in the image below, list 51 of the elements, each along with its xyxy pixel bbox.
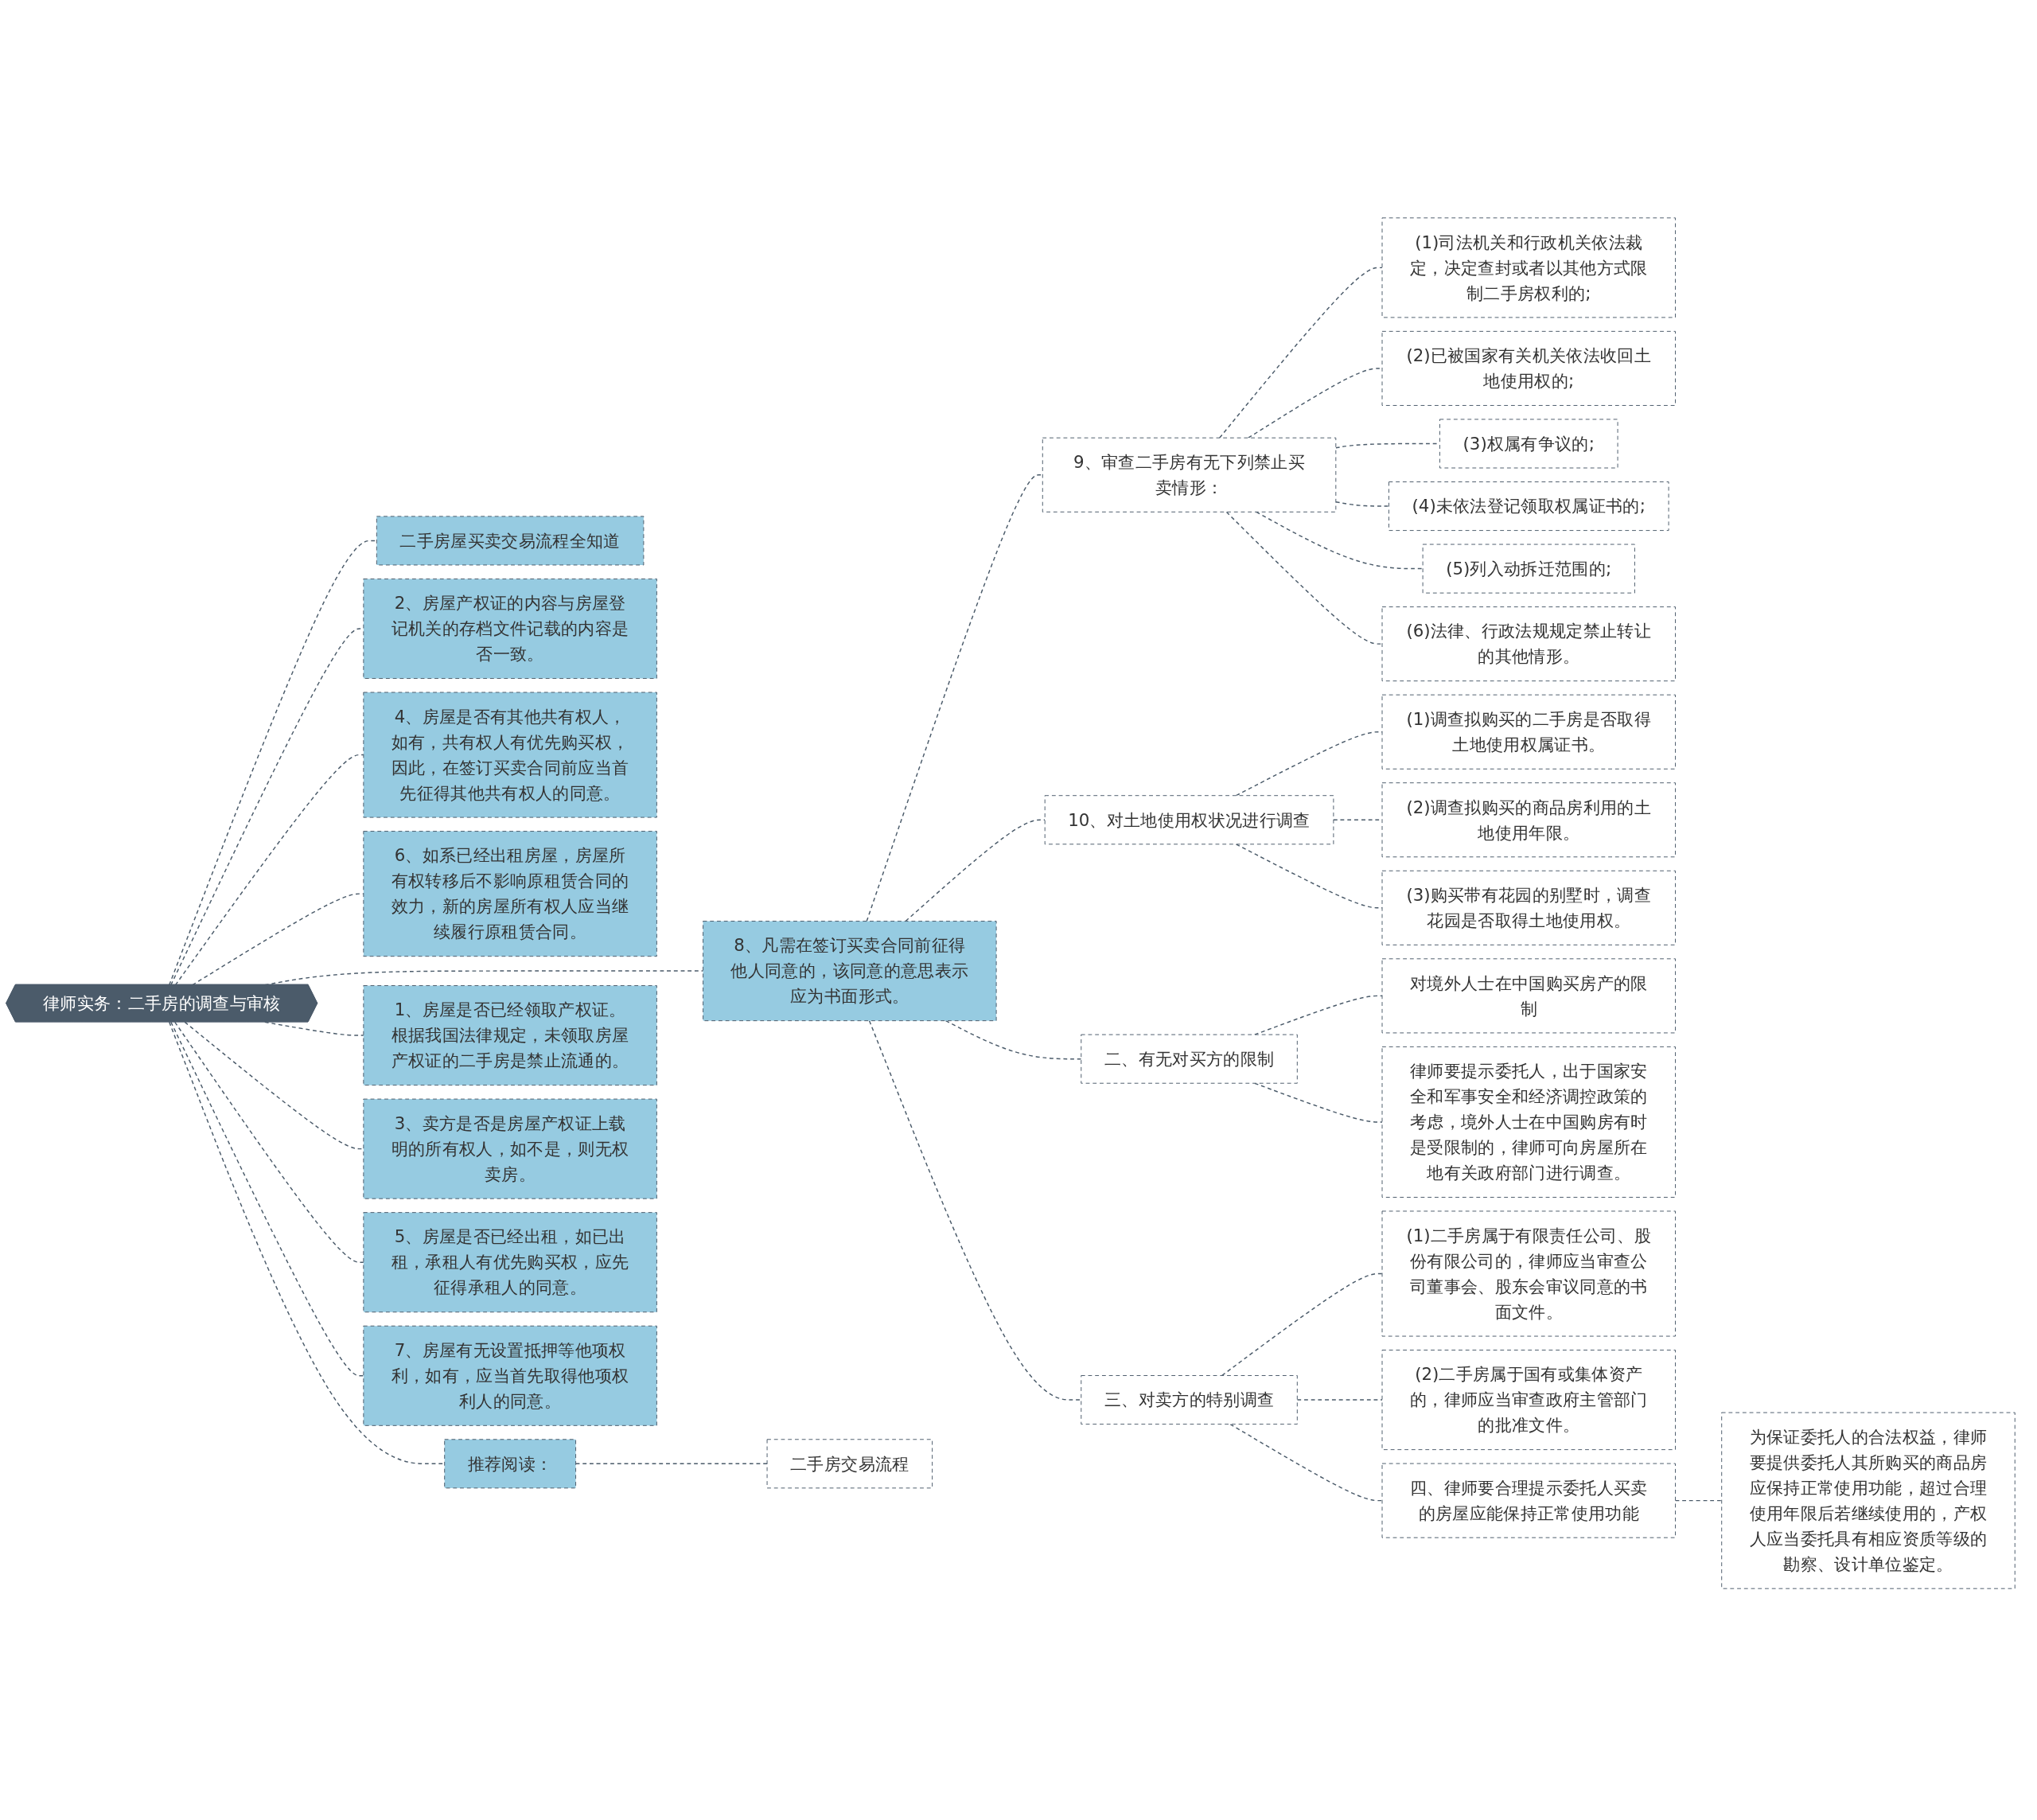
node-box: 4、房屋是否有其他共有权人，如有，共有权人有优先购买权，因此，在签订买卖合同前应当首先征得其他共有权人的同意。 — [363, 692, 657, 818]
node-box: 9、审查二手房有无下列禁止买卖情形： — [1042, 437, 1337, 512]
node-box: (1)二手房属于有限责任公司、股份有限公司的，律师应当审查公司董事会、股东会审议同意的书面文件。 — [1381, 1210, 1676, 1337]
node-box: (3)购买带有花园的别墅时，调查花园是否取得土地使用权。 — [1381, 870, 1676, 945]
node-box: 6、如系已经出租房屋，房屋所有权转移后不影响原租赁合同的效力，新的房屋所有权人应当继续履行原租赁合同。 — [363, 831, 657, 957]
node-box: 律师要提示委托人，出于国家安全和军事安全和经济调控政策的考虑，境外人士在中国购房有时是受限制的，律师可向房屋所在地有关政府部门进行调查。 — [1381, 1046, 1676, 1198]
node-box: 推荐阅读： — [444, 1439, 577, 1489]
node-box: 二手房交易流程 — [766, 1439, 933, 1489]
node-box: (2)二手房属于国有或集体资产的，律师应当审查政府主管部门的批准文件。 — [1381, 1350, 1676, 1451]
node-box: 三、对卖方的特别调查 — [1081, 1375, 1298, 1425]
connector — [1225, 511, 1383, 645]
node-box: (4)未依法登记领取权属证书的; — [1388, 481, 1669, 532]
node-box: 7、房屋有无设置抵押等他项权利，如有，应当首先取得他项权利人的同意。 — [363, 1325, 657, 1426]
node-box: 为保证委托人的合法权益，律师要提供委托人其所购买的商品房应保持正常使用功能，超过合理使用年限后若继续使用的，产权人应当委托具有相应资质等级的勘察、设计单位鉴定。 — [1721, 1412, 2016, 1589]
node-box: 3、卖方是否是房屋产权证上载明的所有权人，如不是，则无权卖房。 — [363, 1098, 657, 1199]
connector — [866, 474, 1043, 922]
connector — [170, 1021, 364, 1377]
node-box: 1、房屋是否已经领取产权证。根据我国法律规定，未领取房屋产权证的二手房是禁止流通的。 — [363, 985, 657, 1086]
node-box: (2)调查拟购买的商品房利用的土地使用年限。 — [1381, 782, 1676, 858]
connector — [174, 754, 364, 986]
connector — [868, 1019, 1082, 1401]
node-box: (3)权属有争议的; — [1439, 419, 1618, 469]
connector — [1674, 1499, 1723, 1502]
node-box: 四、律师要合理提示委托人买卖的房屋应能保持正常使用功能 — [1381, 1463, 1676, 1538]
node-box: 2、房屋产权证的内容与房屋登记机关的存档文件记载的内容是否一致。 — [363, 578, 657, 680]
node-box: (5)列入动拆迁范围的; — [1422, 544, 1635, 594]
node-box: (1)调查拟购买的二手房是否取得土地使用权属证书。 — [1381, 694, 1676, 770]
connector — [905, 819, 1046, 922]
node-box: 5、房屋是否已经出租，如已出租，承租人有优先购买权，应先征得承租人的同意。 — [363, 1212, 657, 1313]
connector — [184, 1021, 364, 1150]
connector — [1218, 267, 1383, 438]
node-box: 二、有无对买方的限制 — [1081, 1034, 1298, 1084]
node-box: 二手房屋买卖交易流程全知道 — [376, 516, 645, 566]
connector — [1256, 511, 1424, 570]
connector — [170, 628, 364, 986]
connector — [944, 1019, 1082, 1060]
node-box: (1)司法机关和行政机关依法裁定，决定查封或者以其他方式限制二手房权利的; — [1381, 217, 1676, 318]
node-box: 10、对土地使用权状况进行调查 — [1044, 795, 1334, 845]
connector — [264, 1021, 364, 1036]
node-box: 对境外人士在中国购买房产的限制 — [1381, 958, 1676, 1034]
connector — [574, 1463, 768, 1465]
connector — [1254, 1082, 1383, 1123]
node-box: 8、凡需在签订买卖合同前征得他人同意的，该同意的意思表示应为书面形式。 — [703, 921, 997, 1022]
connector — [1254, 995, 1383, 1035]
connector — [1335, 501, 1390, 507]
connector — [1221, 1272, 1383, 1377]
node-box: (2)已被国家有关机关依法收回土地使用权的; — [1381, 330, 1676, 406]
connector — [174, 1021, 364, 1263]
connector — [1296, 1399, 1383, 1401]
node-box: (6)法律、行政法规规定禁止转让的其他情形。 — [1381, 606, 1676, 682]
connector — [1229, 1423, 1383, 1502]
